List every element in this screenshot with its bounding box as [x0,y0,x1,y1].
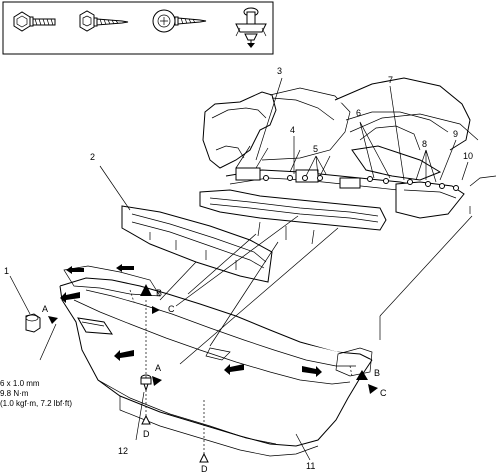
guide-lines [129,289,353,454]
torque-spec-size: 6 x 1.0 mm [0,379,40,388]
ref-letter-a-center: A [155,363,161,373]
callout-5: 5 [313,144,318,154]
bumper-absorber [121,205,273,283]
ref-letter-b-left: B [156,288,162,298]
callout-1: 1 [4,266,9,276]
arrow-left-3 [60,292,80,303]
arrow-left-5 [224,364,244,375]
callout-10: 10 [463,151,473,161]
callout-7: 7 [388,75,393,85]
callout-12: 12 [118,446,128,456]
push-clip-icon [235,7,267,48]
legend-frame [2,1,274,55]
vehicle-front-body [199,77,497,245]
ref-letter-d-right: D [201,464,208,474]
callout-11: 11 [306,461,315,471]
removal-arrows [60,264,322,377]
arrow-left-2 [116,264,134,272]
tapping-screw-icon [152,9,207,33]
callout-3: 3 [277,66,282,76]
arrow-left-1 [66,266,84,274]
torque-spec: 6 x 1.0 mm 9.8 N·m (1.0 kgf·m, 7.2 lbf·f… [0,379,72,408]
torque-spec-nm: 9.8 N·m [0,389,29,398]
callout-9: 9 [453,129,458,139]
bumper-cover [59,265,373,457]
ref-letter-c-right: C [380,388,387,398]
fastener-legend [2,1,274,55]
arrow-left-4 [114,350,134,361]
arrow-right-1 [302,366,322,377]
reference-letters: A A B B C C D D [42,288,387,474]
callout-numbers: 1 2 3 4 5 6 7 8 9 10 11 12 [4,66,473,471]
torque-spec-imperial: (1.0 kgf·m, 7.2 lbf·ft) [0,399,72,408]
callout-2: 2 [90,152,95,162]
hex-screw-icon [79,10,129,32]
flange-bolt-icon [13,11,56,32]
callout-4: 4 [290,125,295,135]
bumper-bolt [25,313,41,333]
ref-letter-c-left: C [168,304,175,314]
callout-8: 8 [422,139,427,149]
ref-letter-a-left: A [42,304,48,314]
reference-triangles [48,284,378,463]
ref-letter-b-right: B [374,368,380,378]
leader-lines [9,77,473,461]
ref-letter-d-left: D [143,429,150,439]
callout-6: 6 [356,108,361,118]
